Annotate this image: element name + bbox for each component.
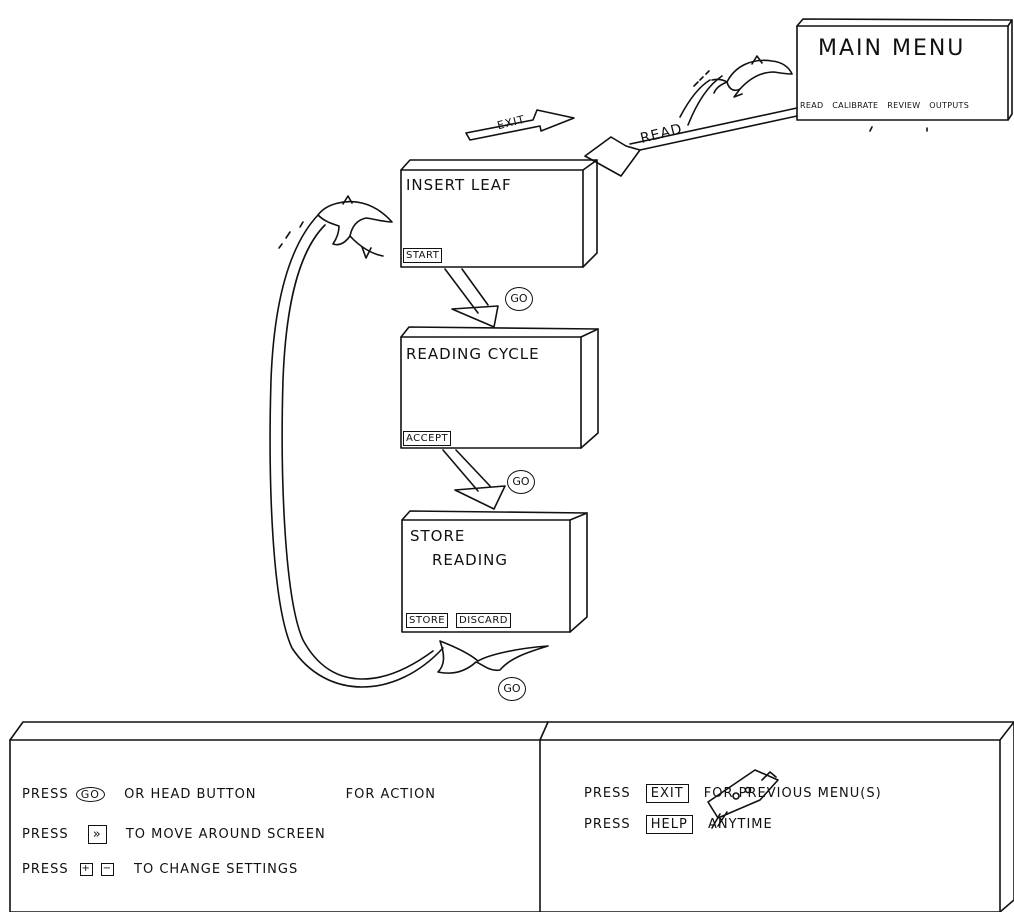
help-exit-suffix: FOR PREVIOUS MENU(S): [703, 786, 882, 801]
help-settings-press: PRESS: [22, 862, 69, 877]
store-reading-title-line1: STORE: [410, 527, 466, 545]
main-menu-option-calibrate[interactable]: CALIBRATE: [832, 101, 879, 110]
go-icon-2: GO: [507, 470, 535, 494]
main-menu-option-read[interactable]: READ: [800, 101, 824, 110]
accept-button[interactable]: ACCEPT: [403, 431, 452, 446]
head-button-icon: [707, 769, 779, 829]
help-go-line: PRESS GO OR HEAD BUTTON FOR ACTION: [22, 787, 436, 802]
main-menu-option-outputs[interactable]: OUTPUTS: [929, 101, 970, 110]
main-menu-tick-marks: [869, 126, 928, 132]
go-arrow-2: [442, 449, 506, 510]
help-panel-outline: [9, 721, 1014, 912]
help-settings-line: PRESS + − TO CHANGE SETTINGS: [22, 862, 298, 877]
discard-button[interactable]: DISCARD: [456, 613, 511, 628]
help-go-suffix: FOR ACTION: [345, 787, 437, 802]
help-exit-press: PRESS: [584, 786, 631, 801]
go-icon-3: GO: [498, 677, 526, 701]
help-help-suffix: ANYTIME: [707, 817, 773, 832]
reading-cycle-box-outline: [400, 326, 599, 449]
help-settings-suffix: TO CHANGE SETTINGS: [134, 862, 299, 877]
go-arrow-1: [444, 268, 499, 328]
help-exit-line: PRESS EXIT FOR PREVIOUS MENU(S): [584, 784, 882, 803]
start-button[interactable]: START: [403, 248, 443, 263]
help-help-press: PRESS: [584, 817, 631, 832]
minus-key-icon: −: [100, 863, 114, 876]
main-menu-options: READ CALIBRATE REVIEW OUTPUTS: [800, 101, 969, 110]
help-key-icon: HELP: [645, 815, 693, 834]
reading-cycle-title: READING CYCLE: [406, 345, 540, 363]
next-key-icon: »: [87, 825, 107, 844]
help-move-press: PRESS: [22, 827, 69, 842]
loop-back-arc: [269, 214, 549, 688]
plus-key-icon: +: [79, 863, 93, 876]
read-arrow: [584, 107, 798, 177]
main-menu-title: MAIN MENU: [818, 36, 966, 61]
dolphin-loop-icon: [278, 195, 393, 259]
store-reading-box-outline: [401, 510, 588, 633]
exit-key-icon: EXIT: [645, 784, 689, 803]
exit-arrow: [465, 109, 575, 141]
help-move-suffix: TO MOVE AROUND SCREEN: [125, 827, 326, 842]
help-go-middle: OR HEAD BUTTON: [124, 787, 257, 802]
go-icon-1: GO: [505, 287, 533, 311]
dolphin-jumping-icon: [679, 55, 793, 126]
help-go-press: PRESS: [22, 787, 69, 802]
help-help-line: PRESS HELP ANYTIME: [584, 815, 773, 834]
main-menu-option-review[interactable]: REVIEW: [887, 101, 921, 110]
help-move-line: PRESS » TO MOVE AROUND SCREEN: [22, 825, 326, 844]
insert-leaf-title: INSERT LEAF: [406, 176, 512, 194]
go-key-icon: GO: [75, 787, 105, 802]
main-menu-box-outline: [796, 18, 1013, 121]
store-button[interactable]: STORE: [406, 613, 449, 628]
store-reading-title-line2: READING: [432, 551, 508, 569]
